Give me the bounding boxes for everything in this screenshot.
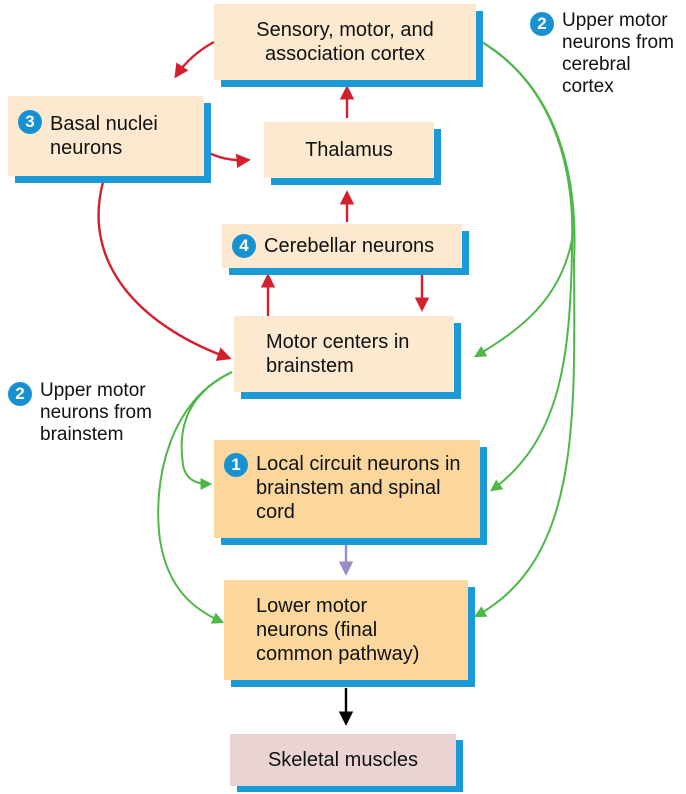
badge-1: 1 [224, 453, 248, 477]
motor-centers-box: Motor centers in brainstem [234, 316, 461, 399]
arrow-basal-to-motorcenters [97, 181, 232, 361]
skeletal-muscles-label: Skeletal muscles [267, 749, 419, 771]
arrow-cortex-to-lowermotor [473, 41, 576, 618]
lower-motor-label: Lower motor neurons (final common pathwa… [256, 595, 420, 665]
arrow-brainstem-to-lowermotor [157, 371, 233, 624]
arrow-cortex-to-basal [174, 40, 215, 79]
upper-motor-cortex-label: Upper motor neurons from cerebral cortex [562, 10, 674, 97]
cerebellar-label: Cerebellar neurons [264, 235, 435, 257]
arrow-cortex-to-localcircuit [481, 41, 574, 492]
lower-motor-box: Lower motor neurons (final common pathwa… [224, 580, 475, 687]
thalamus-box: Thalamus [264, 122, 441, 185]
basal-nuclei-label: Basal nuclei neurons [50, 113, 158, 159]
motor-centers-label: Motor centers in brainstem [266, 331, 410, 377]
arrow-cortex-to-motorcenters [473, 41, 574, 358]
badge-3: 3 [18, 110, 42, 134]
skeletal-muscles-box: Skeletal muscles [230, 734, 463, 792]
badge-2-cortex: 2 [530, 12, 554, 36]
local-circuit-box: 1 Local circuit neurons in brainstem and… [214, 440, 487, 545]
thalamus-label: Thalamus [305, 139, 393, 161]
cortex-box: Sensory, motor, and association cortex [214, 4, 483, 87]
local-circuit-label: Local circuit neurons in brainstem and s… [256, 453, 461, 523]
upper-motor-brainstem-label: Upper motor neurons from brainstem [40, 380, 152, 445]
badge-2-brainstem: 2 [8, 382, 32, 406]
basal-nuclei-box: 3 Basal nuclei neurons [8, 96, 211, 183]
cerebellar-box: 4 Cerebellar neurons [222, 224, 469, 275]
cortex-label: Sensory, motor, and association cortex [256, 19, 434, 65]
badge-4: 4 [232, 234, 256, 258]
